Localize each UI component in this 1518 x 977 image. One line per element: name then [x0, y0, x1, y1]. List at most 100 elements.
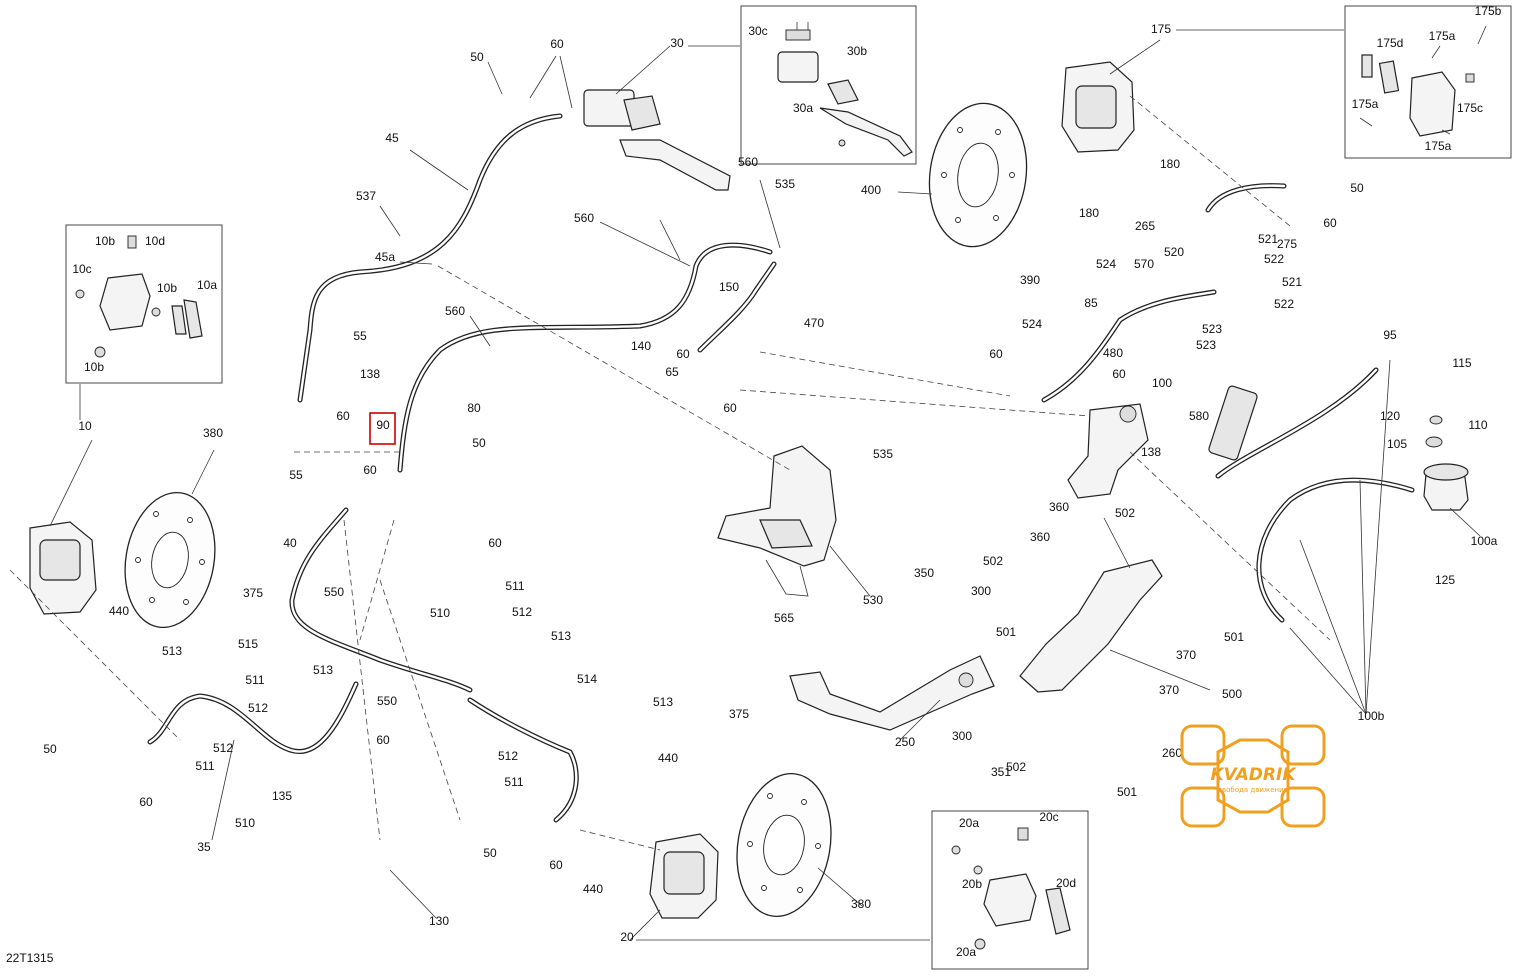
callout-501: 501	[996, 625, 1016, 639]
callout-175c: 175c	[1457, 101, 1483, 115]
callout-515: 515	[238, 637, 258, 651]
callout-523: 523	[1202, 322, 1222, 336]
callout-10b: 10b	[95, 234, 115, 248]
callout-175a: 175a	[1425, 139, 1452, 153]
callout-300: 300	[971, 584, 991, 598]
callout-105: 105	[1387, 437, 1407, 451]
callout-500: 500	[1222, 687, 1242, 701]
callout-502: 502	[1115, 506, 1135, 520]
callout-30: 30	[670, 36, 684, 50]
callout-10: 10	[78, 419, 92, 433]
callout-175a: 175a	[1429, 29, 1456, 43]
callout-138: 138	[1141, 445, 1161, 459]
callout-360: 360	[1049, 500, 1069, 514]
callout-512: 512	[498, 749, 518, 763]
callout-60: 60	[1112, 367, 1126, 381]
callout-40: 40	[283, 536, 297, 550]
callout-470: 470	[804, 316, 824, 330]
callout-300: 300	[952, 729, 972, 743]
callout-565: 565	[774, 611, 794, 625]
callout-35: 35	[197, 840, 211, 854]
callout-60: 60	[488, 536, 502, 550]
callout-175d: 175d	[1377, 36, 1404, 50]
callout-180: 180	[1079, 206, 1099, 220]
callout-360: 360	[1030, 530, 1050, 544]
callout-440: 440	[583, 882, 603, 896]
callout-580: 580	[1189, 409, 1209, 423]
callout-60: 60	[376, 733, 390, 747]
callout-125: 125	[1435, 573, 1455, 587]
logo-text: KVADRIK	[1210, 765, 1297, 785]
callout-115: 115	[1452, 356, 1471, 370]
callout-351: 351	[991, 765, 1011, 779]
callout-513: 513	[162, 644, 182, 658]
callout-370: 370	[1176, 648, 1196, 662]
callout-10b: 10b	[84, 360, 104, 374]
callout-50: 50	[43, 742, 57, 756]
brake-disc-400	[928, 102, 1028, 248]
callout-60: 60	[549, 858, 563, 872]
master-cylinder-exploded	[777, 22, 913, 157]
callout-30c: 30c	[748, 24, 767, 38]
callout-275: 275	[1277, 237, 1297, 251]
callout-522: 522	[1264, 252, 1284, 266]
callout-90: 90	[376, 418, 390, 432]
callout-560: 560	[738, 155, 758, 169]
callout-30b: 30b	[847, 44, 867, 58]
callout-513: 513	[313, 663, 333, 677]
callout-55: 55	[289, 468, 303, 482]
master-cylinder-30	[583, 89, 731, 191]
callout-522: 522	[1274, 297, 1294, 311]
caliper-20-assembly	[649, 833, 719, 919]
callout-135: 135	[272, 789, 292, 803]
callout-521: 521	[1258, 232, 1278, 246]
callout-512: 512	[248, 701, 268, 715]
callout-45: 45	[385, 131, 399, 145]
callout-50: 50	[483, 846, 497, 860]
callout-60: 60	[336, 409, 350, 423]
callout-380: 380	[203, 426, 223, 440]
callout-30a: 30a	[793, 101, 813, 115]
callout-520: 520	[1164, 245, 1184, 259]
callout-110: 110	[1468, 418, 1487, 432]
callout-100b: 100b	[1358, 709, 1385, 723]
callout-524: 524	[1022, 317, 1042, 331]
callout-375: 375	[243, 586, 263, 600]
callout-370: 370	[1159, 683, 1179, 697]
assembly-dashed-lines	[9, 95, 1331, 851]
callout-150: 150	[719, 280, 739, 294]
caliper-175-exploded	[1359, 25, 1487, 137]
callout-350: 350	[914, 566, 934, 580]
callout-511: 511	[505, 579, 524, 593]
callout-400: 400	[861, 183, 881, 197]
callout-50: 50	[1350, 181, 1364, 195]
callout-480: 480	[1103, 346, 1123, 360]
fluid-reservoir-100a	[1423, 415, 1469, 511]
callout-260: 260	[1162, 746, 1182, 760]
callout-501: 501	[1117, 785, 1137, 799]
callout-140: 140	[631, 339, 651, 353]
callout-440: 440	[658, 751, 678, 765]
callout-60: 60	[363, 463, 377, 477]
callout-65: 65	[665, 365, 679, 379]
callout-20a: 20a	[956, 945, 976, 959]
callout-20b: 20b	[962, 877, 982, 891]
callout-20: 20	[620, 930, 634, 944]
leader-lines	[49, 29, 1481, 941]
callout-180: 180	[1160, 157, 1180, 171]
brake-lines	[147, 113, 1415, 823]
callout-100: 100	[1152, 376, 1172, 390]
callout-265: 265	[1135, 219, 1155, 233]
pedal-bracket-500	[1019, 559, 1163, 693]
callout-375: 375	[729, 707, 749, 721]
callout-560: 560	[445, 304, 465, 318]
callout-524: 524	[1096, 257, 1116, 271]
callout-560: 560	[574, 211, 594, 225]
callout-512: 512	[512, 605, 532, 619]
callout-60: 60	[676, 347, 690, 361]
callout-10a: 10a	[197, 278, 217, 292]
callout-440: 440	[109, 604, 129, 618]
callout-60: 60	[550, 37, 564, 51]
